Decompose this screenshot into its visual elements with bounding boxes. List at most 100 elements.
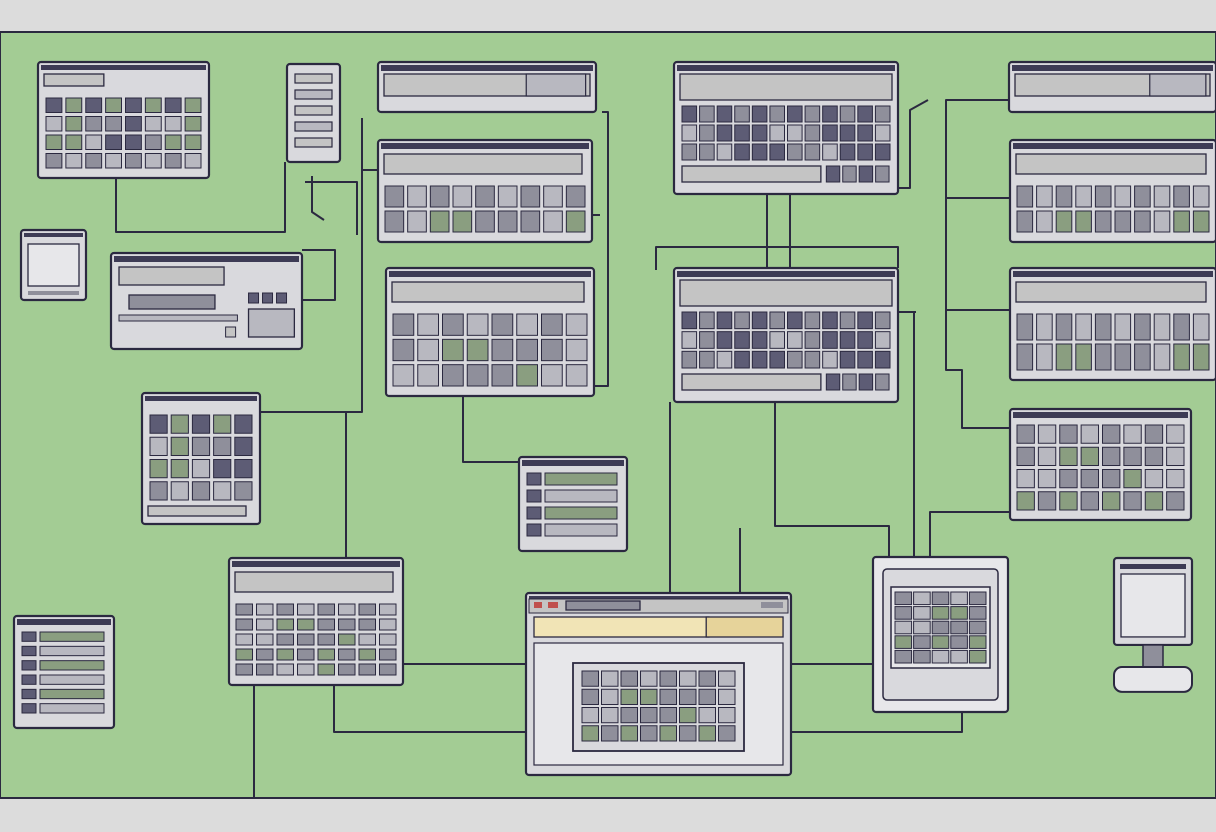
grid-cell (716, 350, 733, 369)
grid-cell (170, 414, 189, 434)
window-titlebar (522, 460, 624, 466)
grid-cell (1134, 185, 1151, 208)
monitor-screen (1120, 573, 1186, 638)
grid-cell (516, 313, 538, 336)
grid-cell (894, 620, 913, 635)
grid-cell (1036, 185, 1053, 208)
grid-cell (913, 591, 931, 606)
grid-cell (751, 143, 768, 161)
grid-cell (338, 648, 356, 661)
window-titlebar (381, 65, 593, 71)
grid-cell (787, 350, 803, 369)
grid-cell (1166, 446, 1185, 466)
grid-cell (804, 143, 821, 161)
grid-cell (1094, 185, 1112, 208)
grid-cell (1102, 469, 1121, 489)
list-row (21, 674, 37, 685)
grid-cell (894, 635, 913, 649)
grid-cell (144, 97, 162, 113)
grid-cell (640, 725, 658, 742)
grid-cell (894, 591, 913, 606)
grid-cell (1173, 313, 1190, 341)
grid-cell (581, 707, 599, 724)
grid-cell (931, 649, 950, 664)
window-frame (140, 391, 262, 526)
grid-cell (184, 97, 202, 113)
grid-cell (581, 688, 599, 705)
grid-cell (913, 620, 931, 635)
grid-cell (787, 143, 803, 161)
grid-cell (1037, 491, 1057, 511)
text-field (565, 600, 641, 611)
grid-cell (1094, 210, 1112, 233)
grid-cell (234, 414, 253, 434)
window-titlebar (1013, 412, 1188, 418)
monitor-foot (1113, 666, 1193, 693)
list-row (294, 137, 333, 148)
grid-cell (1075, 313, 1092, 341)
grid-cell (857, 331, 873, 349)
grid-cell (235, 618, 253, 631)
grid-cell (716, 105, 733, 123)
window-titlebar (529, 596, 788, 600)
monitor-stand-right (1112, 556, 1194, 693)
grid-cell (475, 185, 495, 208)
grid-cell (751, 311, 768, 330)
grid-cell (1016, 469, 1035, 489)
grid-cell (184, 134, 202, 150)
grid-cell (734, 105, 750, 123)
grid-cell (125, 134, 142, 150)
window-titlebar (24, 233, 83, 237)
grid-cell (931, 620, 950, 635)
grid-cell (234, 459, 253, 479)
connector-2 (302, 249, 336, 301)
grid-cell (620, 688, 638, 705)
grid-cell (565, 210, 586, 233)
grid-cell (297, 603, 315, 616)
window-frame (517, 455, 629, 553)
grid-cell (170, 481, 189, 501)
grid-cell (858, 165, 874, 183)
connector-25 (929, 511, 1010, 557)
grid-cell (105, 116, 122, 132)
grid-cell (659, 670, 677, 687)
window-titlebar (41, 65, 206, 70)
grid-cell (452, 210, 473, 233)
grid-cell (297, 618, 315, 631)
grid-cell (144, 116, 162, 132)
grid-cell (85, 116, 103, 132)
grid-cell (931, 606, 950, 620)
list-row (39, 688, 105, 700)
grid-cell (659, 707, 677, 724)
grid-cell (1016, 343, 1034, 371)
banner-panel (1149, 73, 1207, 97)
monitor-bar (1120, 564, 1186, 569)
grid-cell (718, 688, 736, 705)
grid-cell (256, 603, 274, 616)
grid-cell (149, 414, 168, 434)
connector-3 (311, 176, 325, 221)
grid-cell (417, 313, 439, 336)
grid-cell (149, 459, 168, 479)
grid-cell (931, 635, 950, 649)
grid-cell (392, 338, 415, 362)
grid-cell (1192, 313, 1210, 341)
grid-cell (65, 153, 83, 169)
text-field (234, 571, 394, 593)
grid-cell (620, 707, 638, 724)
list-row (294, 89, 333, 100)
grid-cell (1080, 424, 1099, 444)
grid-cell (170, 459, 189, 479)
grid-cell (1059, 424, 1078, 444)
grid-cell (170, 436, 189, 456)
grid-cell (787, 331, 803, 349)
list-row (21, 631, 37, 642)
grid-cell (1144, 424, 1164, 444)
list-row (526, 506, 542, 520)
grid-cell (358, 603, 376, 616)
list-row (544, 523, 618, 537)
grid-cell (317, 663, 335, 676)
window-close-dot (534, 602, 542, 608)
grid-cell (417, 338, 439, 362)
grid-cell (950, 620, 968, 635)
